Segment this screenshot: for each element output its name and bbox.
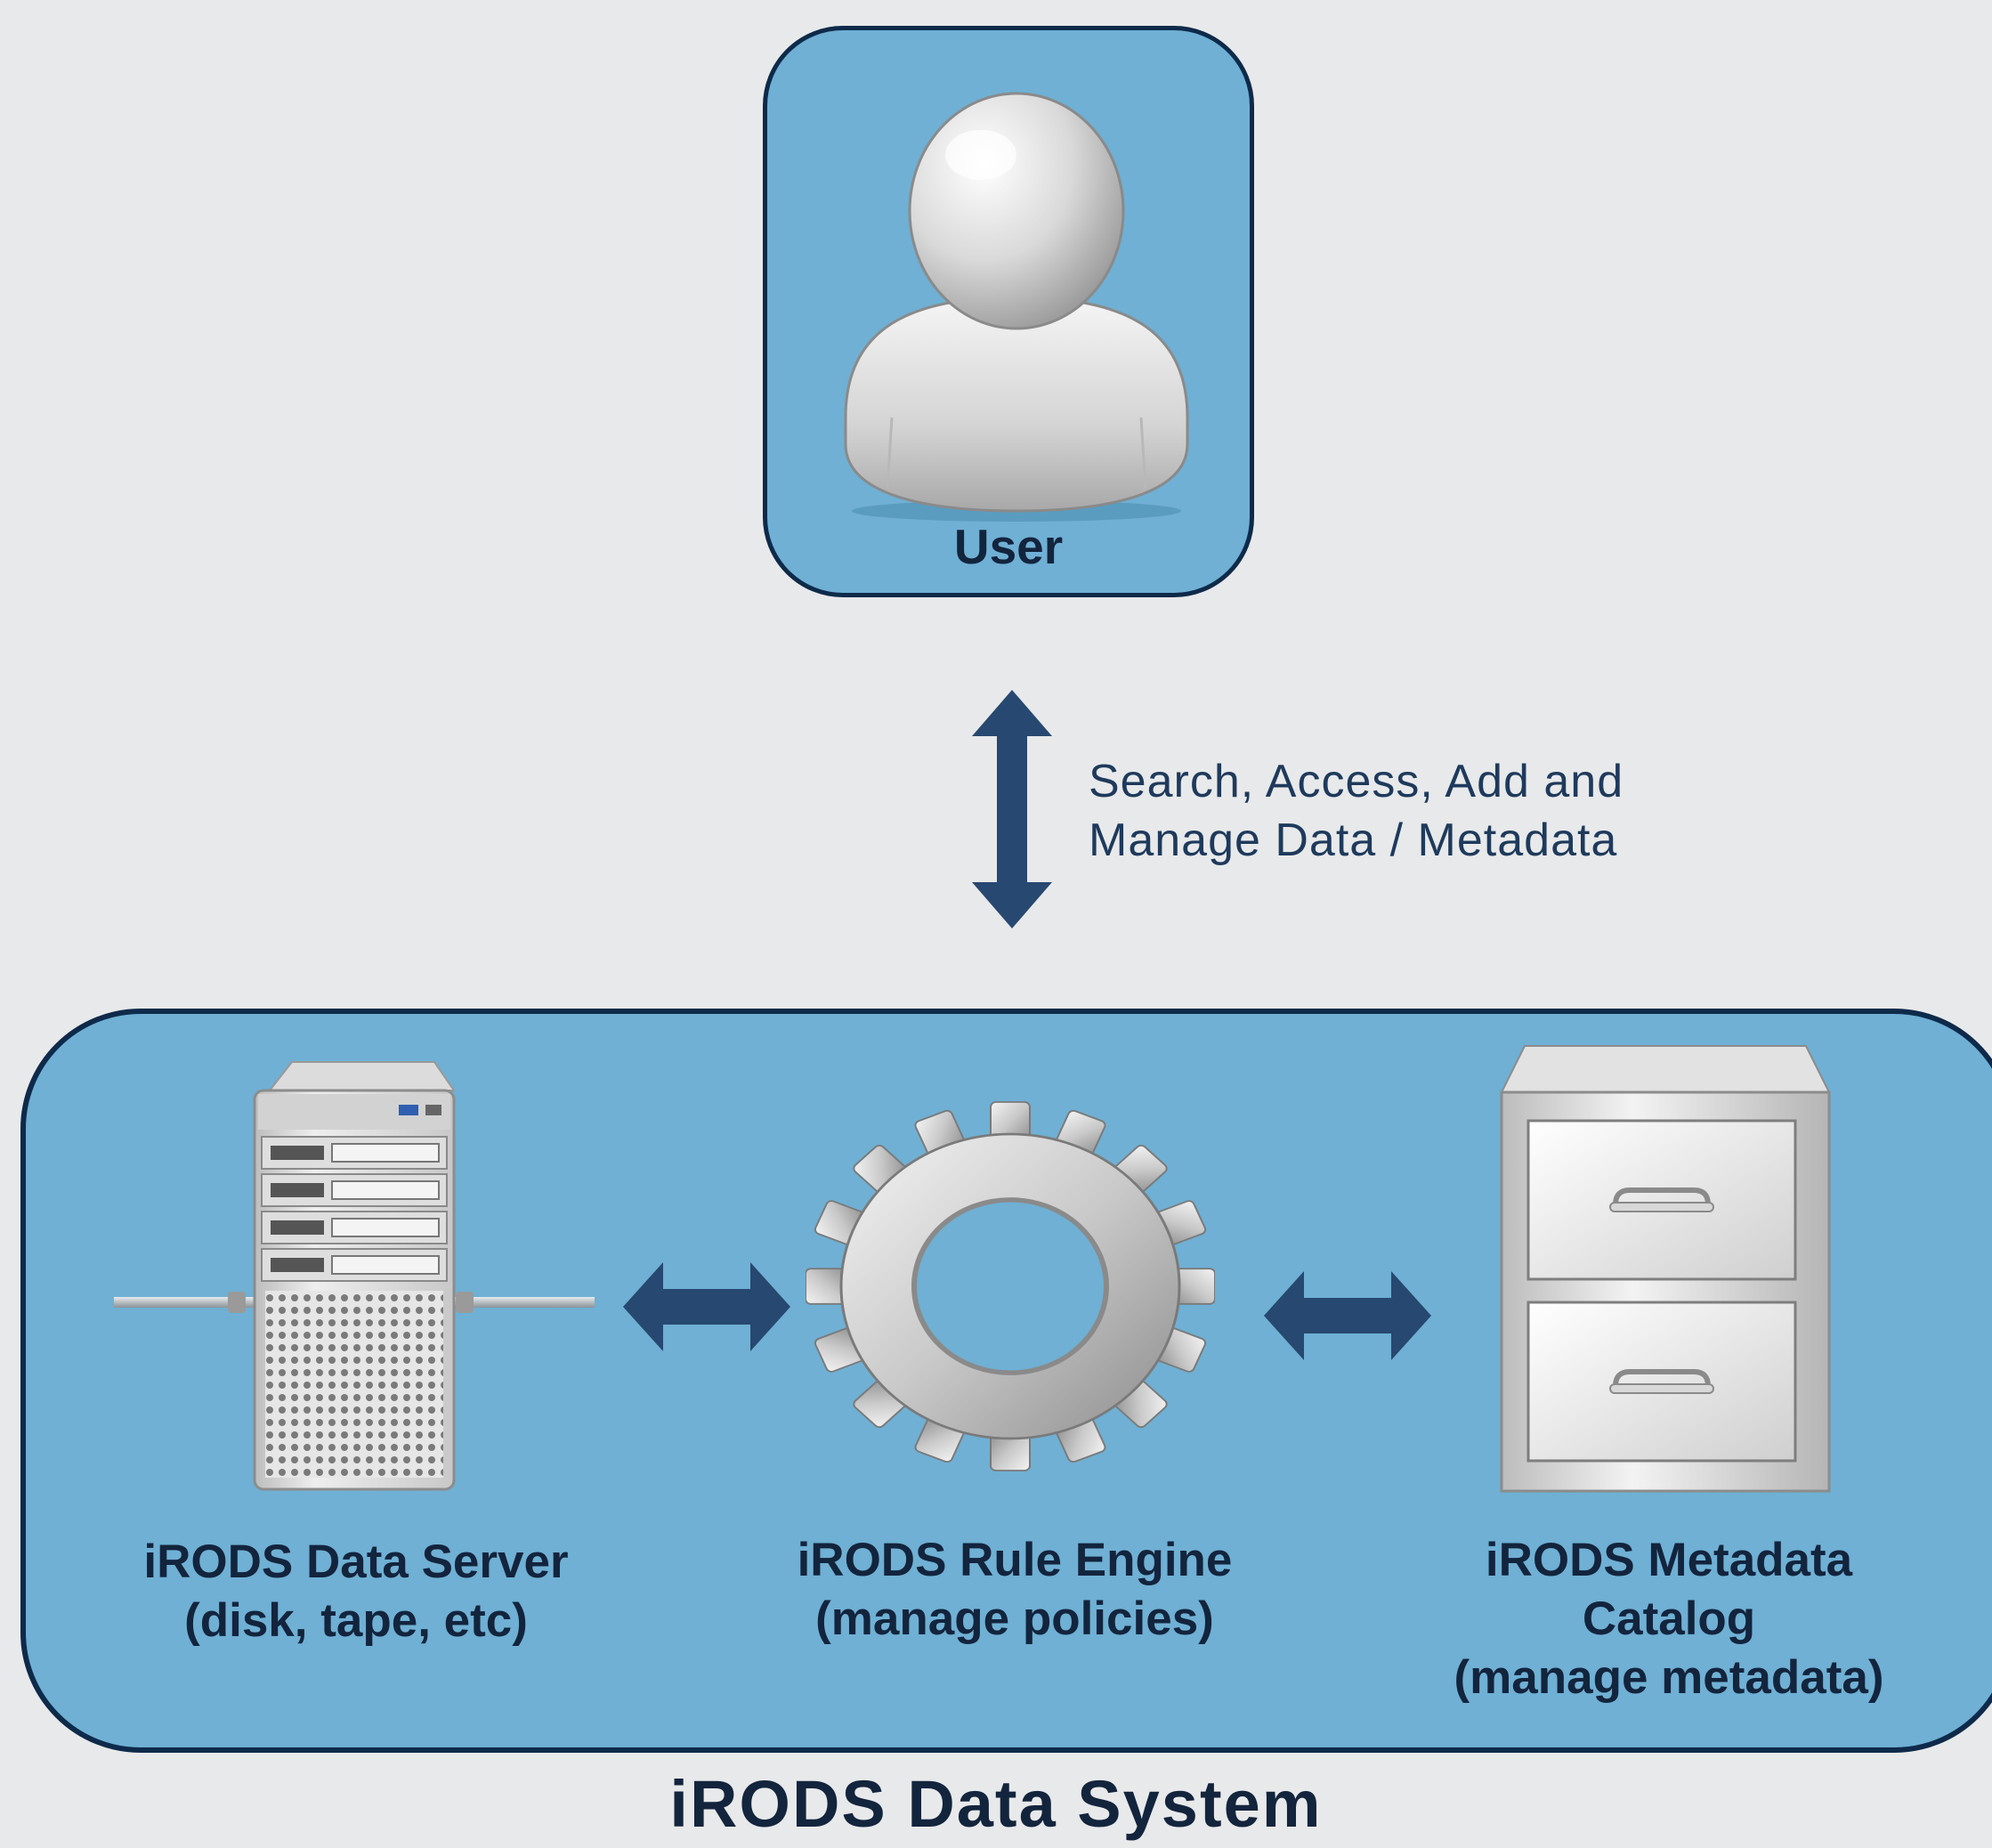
bidirectional-arrow-left [623, 1262, 790, 1351]
metadata-catalog-subtitle: (manage metadata) [1454, 1651, 1884, 1704]
connection-label: Search, Access, Add and Manage Data / Me… [1089, 752, 1624, 870]
rule-engine-title: iRODS Rule Engine [797, 1534, 1233, 1586]
gear-icon [806, 1101, 1215, 1471]
file-cabinet-icon [1500, 1045, 1831, 1493]
data-server-subtitle: (disk, tape, etc) [184, 1594, 528, 1647]
bidirectional-arrow-right [1264, 1271, 1431, 1360]
rule-engine-label: iRODS Rule Engine (manage policies) [730, 1531, 1300, 1649]
user-label: User [953, 519, 1064, 574]
connection-label-line2: Manage Data / Metadata [1089, 815, 1618, 866]
server-icon [114, 1061, 595, 1491]
data-server-label: iRODS Data Server (disk, tape, etc) [71, 1533, 641, 1650]
bidirectional-arrow-vertical [972, 690, 1052, 928]
metadata-catalog-label: iRODS Metadata Catalog (manage metadata) [1389, 1531, 1949, 1707]
system-title: iRODS Data System [669, 1767, 1323, 1841]
user-box: User [763, 26, 1254, 597]
metadata-catalog-title-cont: Catalog [1582, 1593, 1756, 1645]
user-icon [844, 92, 1189, 522]
rule-engine-subtitle: (manage policies) [815, 1593, 1214, 1645]
connection-label-line1: Search, Access, Add and [1089, 756, 1624, 807]
metadata-catalog-title: iRODS Metadata [1485, 1534, 1853, 1586]
data-server-title: iRODS Data Server [143, 1536, 569, 1588]
